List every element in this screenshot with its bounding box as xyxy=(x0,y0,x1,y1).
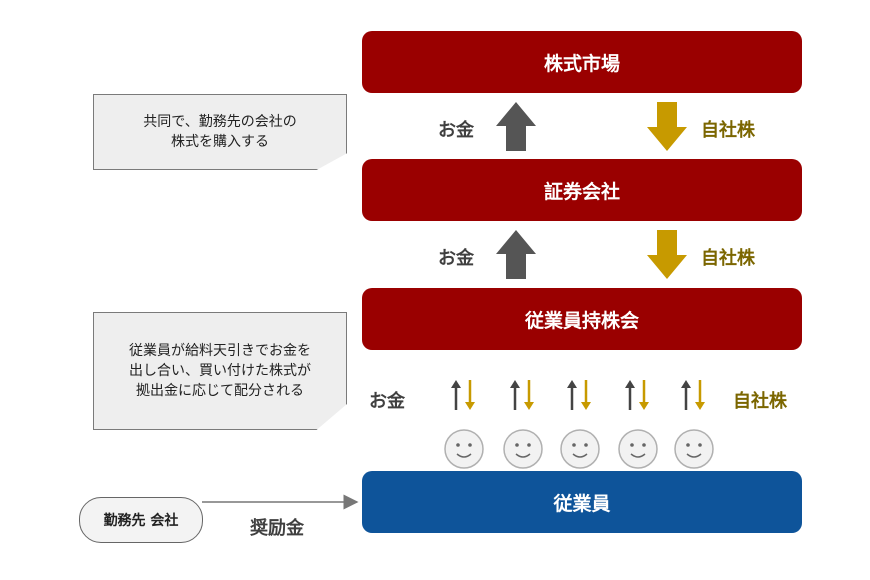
securities-company-label: 証券会社 xyxy=(543,180,620,203)
note-middle: 従業員が給料天引きでお金を 出し合い、買い付けた株式が 拠出金に応じて配分される xyxy=(93,312,347,430)
employee-faces xyxy=(444,429,714,469)
small-down-arrow-icon xyxy=(524,380,534,410)
small-up-arrow-icon xyxy=(451,380,461,410)
smiley-face-icon xyxy=(560,429,600,469)
money-up-arrow-icon xyxy=(496,102,536,151)
note-top-text: 共同で、勤務先の会社の 株式を購入する xyxy=(143,114,297,150)
employee-stock-association-label: 従業員持株会 xyxy=(524,309,639,332)
stock-label-1: 自社株 xyxy=(701,120,755,141)
stock-label-3: 自社株 xyxy=(733,391,787,412)
stock-market-label: 株式市場 xyxy=(543,52,620,75)
smiley-face-icon xyxy=(618,429,658,469)
smiley-face-icon xyxy=(444,429,484,469)
stock-market-bar: 株式市場 xyxy=(362,31,802,93)
small-arrow-pairs xyxy=(451,380,705,410)
money-label-2: お金 xyxy=(438,248,474,269)
money-up-arrow-icon xyxy=(496,230,536,279)
incentive-label: 奨励金 xyxy=(250,518,304,539)
stock-down-arrow-icon xyxy=(647,230,687,279)
company-pill: 勤務先 会社 xyxy=(79,497,203,543)
company-label: 勤務先 会社 xyxy=(103,513,179,529)
smiley-face-icon xyxy=(503,429,543,469)
small-down-arrow-icon xyxy=(639,380,649,410)
note-top: 共同で、勤務先の会社の 株式を購入する xyxy=(93,94,347,170)
small-down-arrow-icon xyxy=(581,380,591,410)
employee-stock-association-bar: 従業員持株会 xyxy=(362,288,802,350)
stock-label-2: 自社株 xyxy=(701,248,755,269)
employees-label: 従業員 xyxy=(553,492,611,515)
money-label-3: お金 xyxy=(369,391,405,412)
securities-company-bar: 証券会社 xyxy=(362,159,802,221)
small-up-arrow-icon xyxy=(625,380,635,410)
small-up-arrow-icon xyxy=(681,380,691,410)
small-up-arrow-icon xyxy=(510,380,520,410)
stock-down-arrow-icon xyxy=(647,102,687,151)
small-up-arrow-icon xyxy=(567,380,577,410)
small-down-arrow-icon xyxy=(695,380,705,410)
money-label-1: お金 xyxy=(438,120,474,141)
note-middle-text: 従業員が給料天引きでお金を 出し合い、買い付けた株式が 拠出金に応じて配分される xyxy=(129,343,311,399)
small-down-arrow-icon xyxy=(465,380,475,410)
smiley-face-icon xyxy=(674,429,714,469)
employees-bar: 従業員 xyxy=(362,471,802,533)
